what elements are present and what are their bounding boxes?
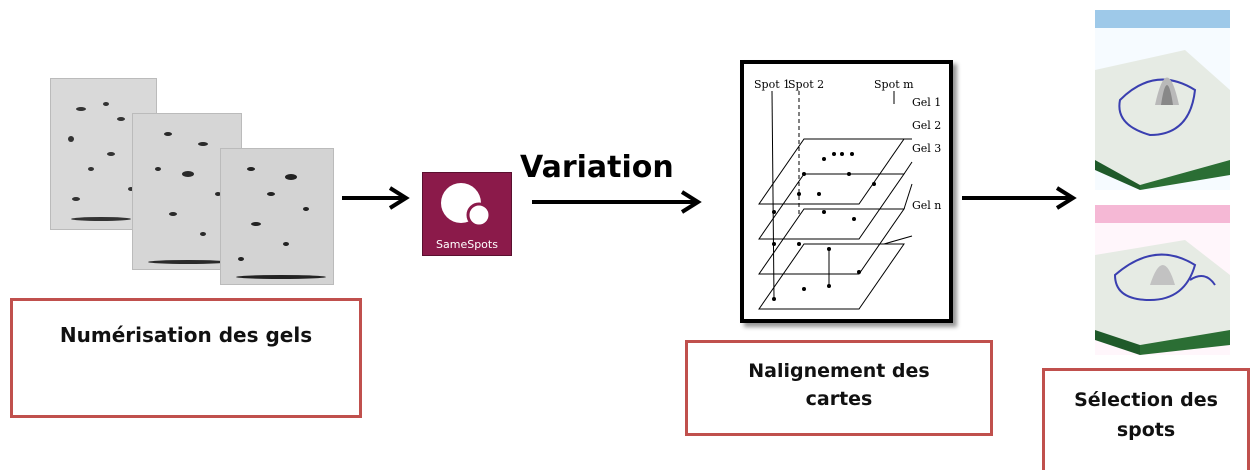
selection-label-box: Sélection des spots <box>1042 368 1250 470</box>
spot-3d-view-2 <box>1095 205 1230 355</box>
selection-label: Sélection des spots <box>1074 389 1218 441</box>
digitization-label-box: Numérisation des gels <box>10 298 362 418</box>
gel-label-3: Gel 3 <box>912 142 941 155</box>
arrow-1 <box>342 186 410 210</box>
spot-3d-render-2 <box>1095 205 1230 355</box>
alignment-layers: Spot 1 Spot 2 Spot m Gel 1 Gel 2 Gel 3 G… <box>754 78 941 310</box>
digitization-label: Numérisation des gels <box>59 323 313 347</box>
samespots-logo: SameSpots <box>422 172 512 256</box>
gel-label-n: Gel n <box>912 199 941 212</box>
spot-label-2: Spot 2 <box>788 78 824 91</box>
gel-image-3 <box>220 148 334 285</box>
variation-label: Variation <box>520 150 674 185</box>
gel-label-1: Gel 1 <box>912 96 941 109</box>
spot-label-1: Spot 1 <box>754 78 790 91</box>
samespots-logo-text: SameSpots <box>436 238 498 251</box>
samespots-circles-icon <box>441 183 492 228</box>
gel-spots-3 <box>221 149 333 284</box>
arrow-2 <box>532 190 702 214</box>
spot-3d-view-1 <box>1095 10 1230 190</box>
alignment-label: Nalignement des cartes <box>748 360 930 410</box>
arrow-3 <box>962 186 1077 210</box>
spot-3d-render-1 <box>1095 10 1230 190</box>
alignment-diagram: Spot 1 Spot 2 Spot m Gel 1 Gel 2 Gel 3 G… <box>740 60 953 323</box>
alignment-label-box: Nalignement des cartes <box>685 340 993 436</box>
spot-label-m: Spot m <box>874 78 914 91</box>
gel-images <box>50 78 340 285</box>
gel-label-2: Gel 2 <box>912 119 941 132</box>
